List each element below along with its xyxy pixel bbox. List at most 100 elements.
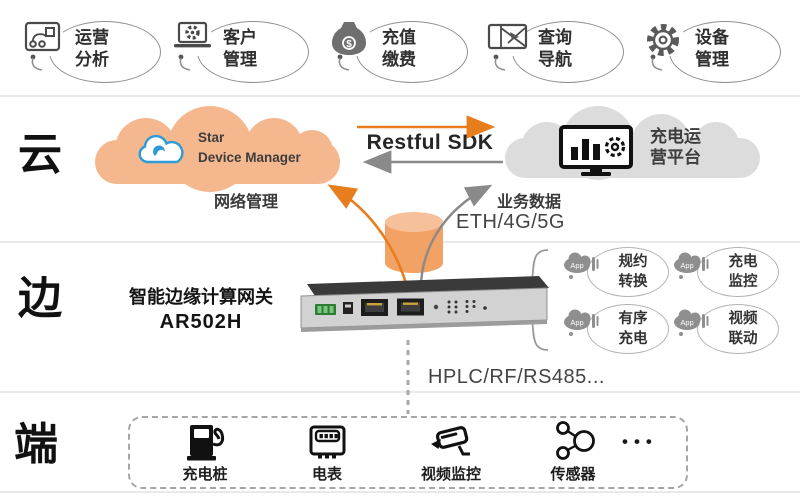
app-label: 查询 导航 — [522, 27, 588, 72]
terminal-block — [315, 304, 336, 315]
app-ellipse — [669, 21, 781, 83]
edge-app-protocol-conversion: App 规约 转换 — [564, 247, 669, 297]
svg-text:App: App — [570, 261, 583, 270]
sdm-line1: Star — [198, 130, 225, 145]
top-app-customer-management: 客户 管理 — [171, 8, 321, 94]
gateway-model: AR502H — [159, 311, 243, 333]
money-bag-icon: $ — [330, 20, 370, 56]
charging-platform-label: 充电运 营平台 — [650, 126, 701, 169]
loop-tail — [650, 54, 663, 71]
app-label-line1: 设备 — [695, 28, 729, 47]
map-navigation-icon — [486, 20, 528, 56]
app-label: 运营 分析 — [59, 27, 125, 72]
charging-pile-label: 充电桩 — [182, 466, 228, 483]
platform-line2: 营平台 — [650, 148, 701, 168]
edge-app-label: 视频 联动 — [712, 310, 774, 349]
app-ellipse — [197, 21, 309, 83]
edge-app-line2: 联动 — [728, 330, 758, 347]
operations-analysis-icon — [23, 20, 63, 56]
app-label-line1: 运营 — [75, 28, 109, 47]
app-label: 客户 管理 — [207, 27, 273, 72]
video-surveillance-label: 视频监控 — [420, 466, 481, 483]
eth-4g-5g-label: ETH/4G/5G — [456, 211, 565, 233]
edge-app-label: 有序 充电 — [602, 310, 664, 349]
divider-top — [0, 95, 800, 97]
business-data-label: 业务数据 — [497, 194, 562, 211]
star-device-manager-cloud: Star Device Manager — [95, 106, 340, 192]
cctv-camera-icon — [428, 420, 474, 464]
charging-pile-icon — [182, 420, 228, 464]
svg-text:$: $ — [346, 39, 352, 50]
top-app-device-management: 设备 管理 — [643, 8, 793, 94]
app-cloud-icon: App — [564, 252, 599, 279]
terminal-devices-box — [128, 416, 688, 489]
divider-edge — [0, 391, 800, 393]
charging-platform-cloud: 充电运 营平台 — [505, 106, 760, 180]
hplc-rf-rs485-label: HPLC/RF/RS485... — [428, 366, 605, 388]
cloud-section-label: 云 — [18, 130, 62, 179]
app-label-line2: 分析 — [75, 50, 109, 70]
star-device-manager-label: Star Device Manager — [198, 128, 301, 167]
app-ellipse — [512, 21, 624, 83]
loop-tail — [493, 54, 506, 71]
sdm-line2: Device Manager — [198, 149, 301, 165]
loop-tail — [30, 54, 43, 71]
platform-line1: 充电运 — [650, 127, 701, 146]
edge-app-line1: 规约 — [618, 254, 648, 270]
app-label: 设备 管理 — [679, 27, 745, 72]
svg-text:App: App — [570, 318, 583, 327]
terminal-section-label: 端 — [14, 420, 58, 469]
network-pipe-cylinder — [385, 222, 443, 273]
app-label: 充值 缴费 — [366, 27, 432, 72]
divider-bottom — [0, 491, 800, 493]
ethernet-ports — [361, 298, 424, 316]
app-label-line1: 客户 — [223, 28, 257, 47]
app-label-line2: 导航 — [538, 50, 572, 70]
edge-app-line1: 有序 — [618, 311, 648, 327]
app-label-line2: 管理 — [695, 50, 729, 70]
app-label-line1: 充值 — [382, 28, 416, 47]
blue-cloud-icon — [138, 134, 184, 164]
loop-tail — [178, 54, 191, 71]
edge-app-line1: 充电 — [728, 254, 758, 270]
gateway-title-line: 智能边缘计算网关 — [129, 287, 273, 307]
top-app-recharge-payment: 充值 缴费 $ — [330, 8, 480, 94]
edge-app-line2: 充电 — [618, 330, 648, 347]
app-label-line1: 查询 — [538, 28, 572, 47]
app-label-line2: 缴费 — [382, 50, 416, 70]
edge-app-line2: 转换 — [618, 273, 648, 290]
app-label-line2: 管理 — [223, 50, 257, 70]
top-app-query-navigation: 查询 导航 — [486, 8, 636, 94]
monitor-dashboard-icon — [559, 125, 633, 176]
svg-text:App: App — [680, 318, 693, 327]
cylinder-top — [385, 212, 443, 232]
edge-section-label: 边 — [18, 274, 62, 323]
restful-sdk-label: Restful SDK — [366, 131, 494, 154]
edge-gateway-device — [300, 276, 549, 332]
electric-meter-icon — [305, 420, 351, 464]
app-ellipse — [49, 21, 161, 83]
app-cloud-icon: App — [564, 309, 599, 336]
app-cloud-icon: App — [674, 252, 709, 279]
edge-app-video-linkage: App 视频 联动 — [674, 304, 779, 354]
network-management-label: 网络管理 — [214, 194, 279, 211]
svg-text:App: App — [680, 261, 693, 270]
gear-icon — [643, 20, 683, 56]
led-indicators — [447, 300, 487, 314]
electric-meter-label: 电表 — [311, 466, 342, 483]
sensor-label: 传感器 — [550, 466, 596, 483]
edge-app-line2: 监控 — [728, 273, 758, 290]
usb-port — [343, 302, 353, 314]
loop-tail — [337, 54, 350, 71]
more-devices-dots: ••• — [622, 432, 658, 451]
edge-app-label: 充电 监控 — [712, 253, 774, 292]
sensor-icon — [551, 420, 597, 464]
edge-app-line1: 视频 — [728, 311, 758, 327]
customer-management-icon — [171, 20, 211, 56]
edge-app-charging-monitor: App 充电 监控 — [674, 247, 779, 297]
app-cloud-icon: App — [674, 309, 709, 336]
top-app-operations-analysis: 运营 分析 — [23, 8, 173, 94]
edge-app-label: 规约 转换 — [602, 253, 664, 292]
